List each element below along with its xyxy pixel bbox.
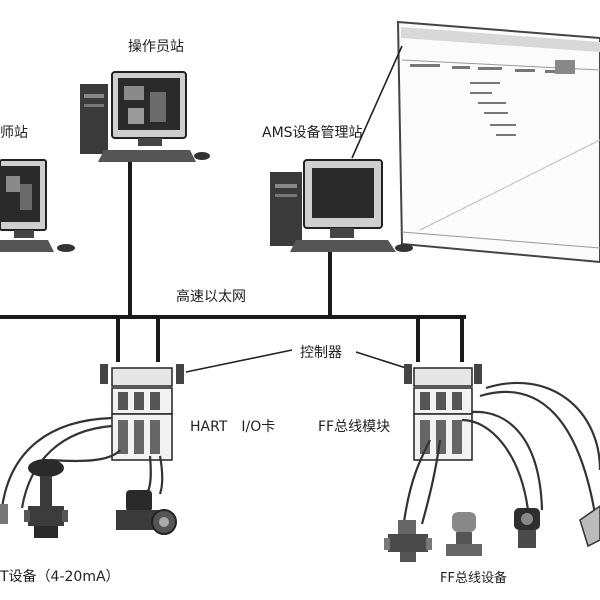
hart-io-rack bbox=[100, 364, 184, 461]
engineer-station-computer bbox=[0, 159, 75, 252]
controller-callout-lines bbox=[185, 349, 407, 373]
hart-device-edge bbox=[0, 504, 8, 524]
ethernet-label: 高速以太网 bbox=[176, 289, 246, 305]
ff-transmitter-2 bbox=[514, 508, 540, 548]
hart-transmitter bbox=[116, 490, 177, 535]
operator-station-label: 操作员站 bbox=[128, 39, 184, 55]
ff-cables bbox=[402, 381, 600, 525]
ff-valve bbox=[384, 520, 432, 562]
hart-io-card-label: HART I/O卡 bbox=[190, 419, 276, 435]
operator-station-computer bbox=[80, 71, 210, 162]
engineer-station-label: 师站 bbox=[0, 125, 28, 141]
controller-label: 控制器 bbox=[300, 345, 342, 361]
ams-station-computer bbox=[270, 159, 413, 252]
ff-bus-module-label: FF总线模块 bbox=[318, 419, 391, 435]
callout-line-ams bbox=[351, 45, 403, 159]
ff-bus-rack bbox=[404, 364, 482, 461]
hart-valve bbox=[24, 459, 68, 538]
hart-cables bbox=[0, 416, 164, 509]
ff-transmitter-1 bbox=[446, 512, 482, 556]
network-lines bbox=[0, 162, 466, 362]
ff-device-right bbox=[579, 505, 600, 548]
ams-station-label: AMS设备管理站 bbox=[262, 125, 363, 141]
ams-software-window bbox=[396, 20, 600, 264]
hart-devices-label: T设备（4-20mA） bbox=[0, 569, 120, 585]
ff-bus-devices-label: FF总线设备 bbox=[440, 571, 507, 586]
